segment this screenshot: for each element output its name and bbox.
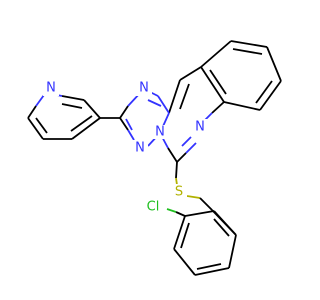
bond-benzo-6 <box>200 66 225 103</box>
bond-quin-2-inner <box>179 83 190 110</box>
bond-benzo-2 <box>230 40 268 48</box>
bond-tri-3a <box>119 117 129 131</box>
bond-quin-1 <box>179 66 202 81</box>
svg-text:N: N <box>46 81 56 96</box>
atom-cl-substituent: Cl <box>140 199 166 215</box>
bond-clph-1 <box>228 234 237 269</box>
bond-clph-6 <box>213 210 237 236</box>
bond-s-1a <box>175 161 178 179</box>
svg-text:Cl: Cl <box>147 200 160 215</box>
bond-benzo-3 <box>266 46 282 82</box>
structure-drawing: N N N N N S Cl <box>27 40 282 276</box>
bond-pyr-inner-1 <box>61 103 83 109</box>
bond-pyr-2a <box>61 95 85 101</box>
atom-n-quinazoline: N <box>192 119 208 135</box>
atom-s-thioether: S <box>171 184 187 200</box>
svg-text:N: N <box>155 125 165 140</box>
bond-s-2a <box>186 195 201 199</box>
bond-pyr-4 <box>27 117 44 140</box>
bond-benzo-4 <box>259 80 282 111</box>
atom-n-triazole-top: N <box>136 80 152 96</box>
bond-pyr-inner-2 <box>35 117 48 134</box>
bond-quin-5-inner <box>181 136 192 147</box>
bond-s-2b <box>199 197 213 211</box>
atom-n-triazole-fused: N <box>153 125 166 140</box>
bond-cl-b <box>166 208 177 213</box>
bond-quin-5a <box>185 142 197 154</box>
bond-quin-4a <box>211 101 225 114</box>
bond-clph-inner-3 <box>213 218 230 237</box>
svg-text:N: N <box>135 141 145 156</box>
bond-pyr-6 <box>71 117 101 140</box>
atom-n-pyridine: N <box>43 80 59 96</box>
bond-clph-2 <box>194 267 230 276</box>
bonds-layer <box>27 40 282 276</box>
bond-benzo-1 <box>200 40 232 68</box>
bond-tri-1 <box>157 95 170 114</box>
bond-clph-inner-1 <box>196 263 222 270</box>
svg-text:S: S <box>175 185 183 200</box>
bond-benzo-inner-2 <box>255 80 273 104</box>
bond-s-1b <box>175 177 178 186</box>
bond-tri-2b <box>119 105 129 119</box>
bond-tri-3b <box>127 129 135 141</box>
bond-clph-3 <box>173 248 196 276</box>
atom-labels-layer: N N N N N S Cl <box>43 80 208 215</box>
bond-quin-5b <box>176 152 187 163</box>
svg-text:N: N <box>139 81 149 96</box>
bond-benzo-inner-3 <box>209 69 227 95</box>
bond-benzo-inner-1 <box>232 48 263 55</box>
bond-pyr-inner-3 <box>70 115 93 132</box>
molecule-diagram: N N N N N S Cl <box>27 40 282 276</box>
bond-cl-a <box>175 211 186 217</box>
bond-quin-2 <box>168 79 181 114</box>
bond-tri-1-inner <box>147 99 162 107</box>
bond-clph-4 <box>173 215 186 250</box>
bond-pyr-1 <box>83 99 101 119</box>
bond-benzo-5 <box>223 101 261 111</box>
svg-text:N: N <box>195 120 205 135</box>
atom-n-triazole-bottom: N <box>132 140 148 156</box>
bond-clph-inner-2 <box>180 222 190 249</box>
bond-pyr-3a <box>35 94 45 107</box>
bond-pyr-3b <box>27 105 37 119</box>
bond-clph-5 <box>184 210 215 217</box>
bond-quin-6b <box>167 147 178 163</box>
bond-tri-3-inner <box>125 118 133 131</box>
